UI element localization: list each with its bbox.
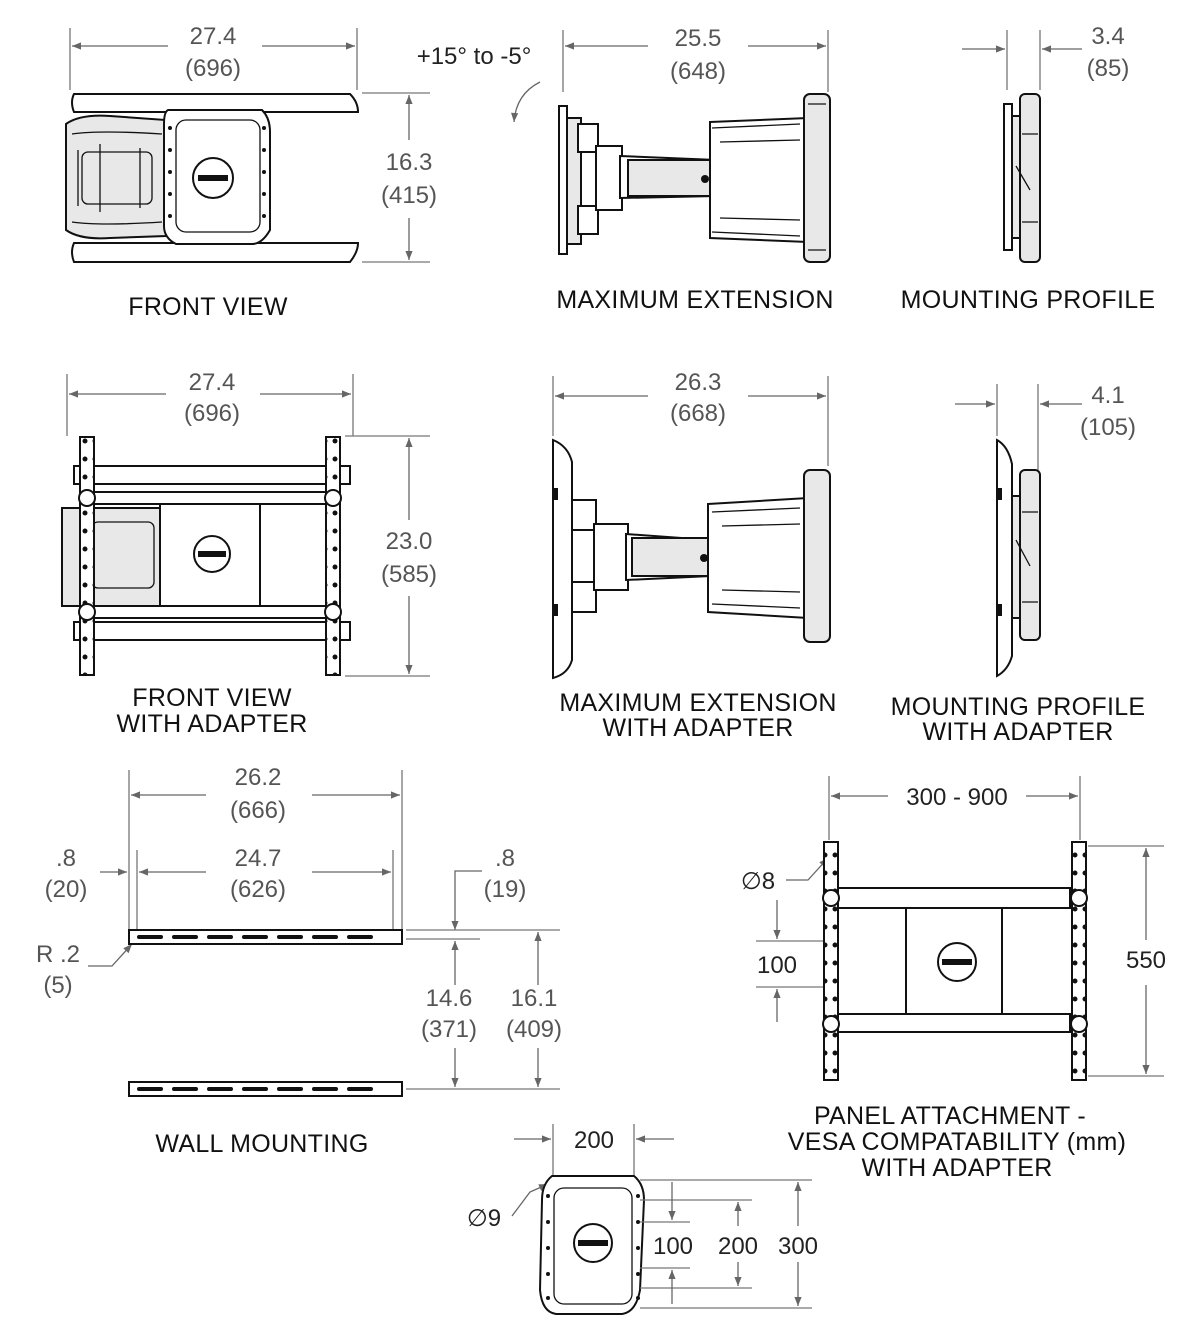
wall-gap-mm: (371) (421, 1016, 477, 1043)
front-adapter-drawing (61, 436, 351, 676)
panel-height: 550 (1126, 947, 1166, 974)
profile-depth-mm: (85) (1087, 55, 1130, 82)
panel-title-2: VESA COMPATABILITY (mm) (788, 1128, 1126, 1156)
front-adapter-title-2: WITH ADAPTER (116, 710, 307, 738)
front-height-mm: (415) (381, 182, 437, 209)
wall-overall-mm: (666) (230, 797, 286, 824)
profile-adapter-title-2: WITH ADAPTER (922, 718, 1113, 746)
mounting-profile-view: 3.4 (85) MOUNTING PROFILE (901, 23, 1156, 314)
front-adapter-height-in: 23.0 (386, 528, 433, 555)
max-ext-adapter-depth-mm: (668) (670, 400, 726, 427)
front-mount-drawing (65, 93, 360, 263)
wall-left-in: .8 (56, 845, 76, 872)
front-height-in: 16.3 (386, 149, 433, 176)
vesa-plate-drawing (538, 1175, 646, 1315)
mounting-profile-title: MOUNTING PROFILE (901, 286, 1156, 314)
wall-total-in: 16.1 (511, 985, 558, 1012)
panel-spacing: 100 (757, 952, 797, 979)
panel-hole: ∅8 (741, 868, 775, 895)
profile-depth-in: 3.4 (1091, 23, 1124, 50)
front-adapter-width-in: 27.4 (189, 369, 236, 396)
wall-right-in: .8 (495, 845, 515, 872)
max-ext-adapter-drawing (552, 438, 831, 680)
wall-radius-in: R .2 (36, 941, 80, 968)
profile-adapter-title-1: MOUNTING PROFILE (891, 693, 1146, 721)
max-ext-drawing (558, 93, 831, 263)
wall-left-mm: (20) (45, 876, 88, 903)
max-ext-adapter-depth-in: 26.3 (675, 369, 722, 396)
max-ext-adapter-view: 26.3 (668) MAXIMUM EXTENSION WITH ADAPTE… (552, 369, 836, 742)
front-adapter-width-mm: (696) (184, 400, 240, 427)
vesa-300: 300 (778, 1233, 818, 1260)
wall-slot-in: 24.7 (235, 845, 282, 872)
vesa-width: 200 (574, 1127, 614, 1154)
profile-adapter-drawing (996, 438, 1041, 678)
panel-title-3: WITH ADAPTER (861, 1154, 1052, 1182)
profile-drawing (1003, 93, 1041, 263)
vesa-hole: ∅9 (467, 1205, 501, 1232)
vesa-100: 100 (653, 1233, 693, 1260)
tilt-range: +15° to -5° (417, 43, 532, 70)
front-adapter-view: 27.4 (696) 23.0 (585) FRONT VIEW WITH AD… (61, 369, 437, 738)
front-view: 27.4 (696) 16.3 (415) FRONT VIEW (65, 23, 437, 321)
front-adapter-title-1: FRONT VIEW (132, 684, 292, 712)
wall-total-mm: (409) (506, 1016, 562, 1043)
max-ext-depth-in: 25.5 (675, 25, 722, 52)
front-adapter-height-mm: (585) (381, 561, 437, 588)
max-ext-depth-mm: (648) (670, 58, 726, 85)
profile-adapter-depth-in: 4.1 (1091, 382, 1124, 409)
profile-adapter-view: 4.1 (105) MOUNTING PROFILE WITH ADAPTER (891, 382, 1146, 746)
panel-attachment-view: 300 - 900 ∅8 100 550 PANEL ATTACHMENT - … (741, 776, 1166, 1182)
front-view-title: FRONT VIEW (128, 293, 288, 321)
max-extension-view: +15° to -5° 25.5 (648) MAXIMUM EXTENSION (417, 25, 834, 314)
panel-width-range: 300 - 900 (906, 784, 1007, 811)
wall-mounting-title: WALL MOUNTING (155, 1130, 368, 1158)
wall-plate-bottom (128, 1081, 403, 1097)
vesa-200: 200 (718, 1233, 758, 1260)
max-ext-adapter-title-1: MAXIMUM EXTENSION (559, 689, 836, 717)
wall-plate-top (128, 929, 403, 945)
wall-slot-mm: (626) (230, 876, 286, 903)
max-extension-title: MAXIMUM EXTENSION (556, 286, 833, 314)
panel-title-1: PANEL ATTACHMENT - (814, 1102, 1086, 1130)
wall-overall-in: 26.2 (235, 764, 282, 791)
panel-adapter-drawing (822, 841, 1088, 1081)
front-width-mm: (696) (185, 55, 241, 82)
front-width-in: 27.4 (190, 23, 237, 50)
wall-gap-in: 14.6 (426, 985, 473, 1012)
wall-mounting-view: 26.2 (666) 24.7 (626) .8 (20) .8 (19) R … (36, 764, 562, 1158)
max-ext-adapter-title-2: WITH ADAPTER (602, 714, 793, 742)
vesa-plate-view: 200 ∅9 100 200 300 (467, 1124, 818, 1315)
wall-right-mm: (19) (484, 876, 527, 903)
wall-radius-mm: (5) (43, 972, 72, 999)
profile-adapter-depth-mm: (105) (1080, 414, 1136, 441)
